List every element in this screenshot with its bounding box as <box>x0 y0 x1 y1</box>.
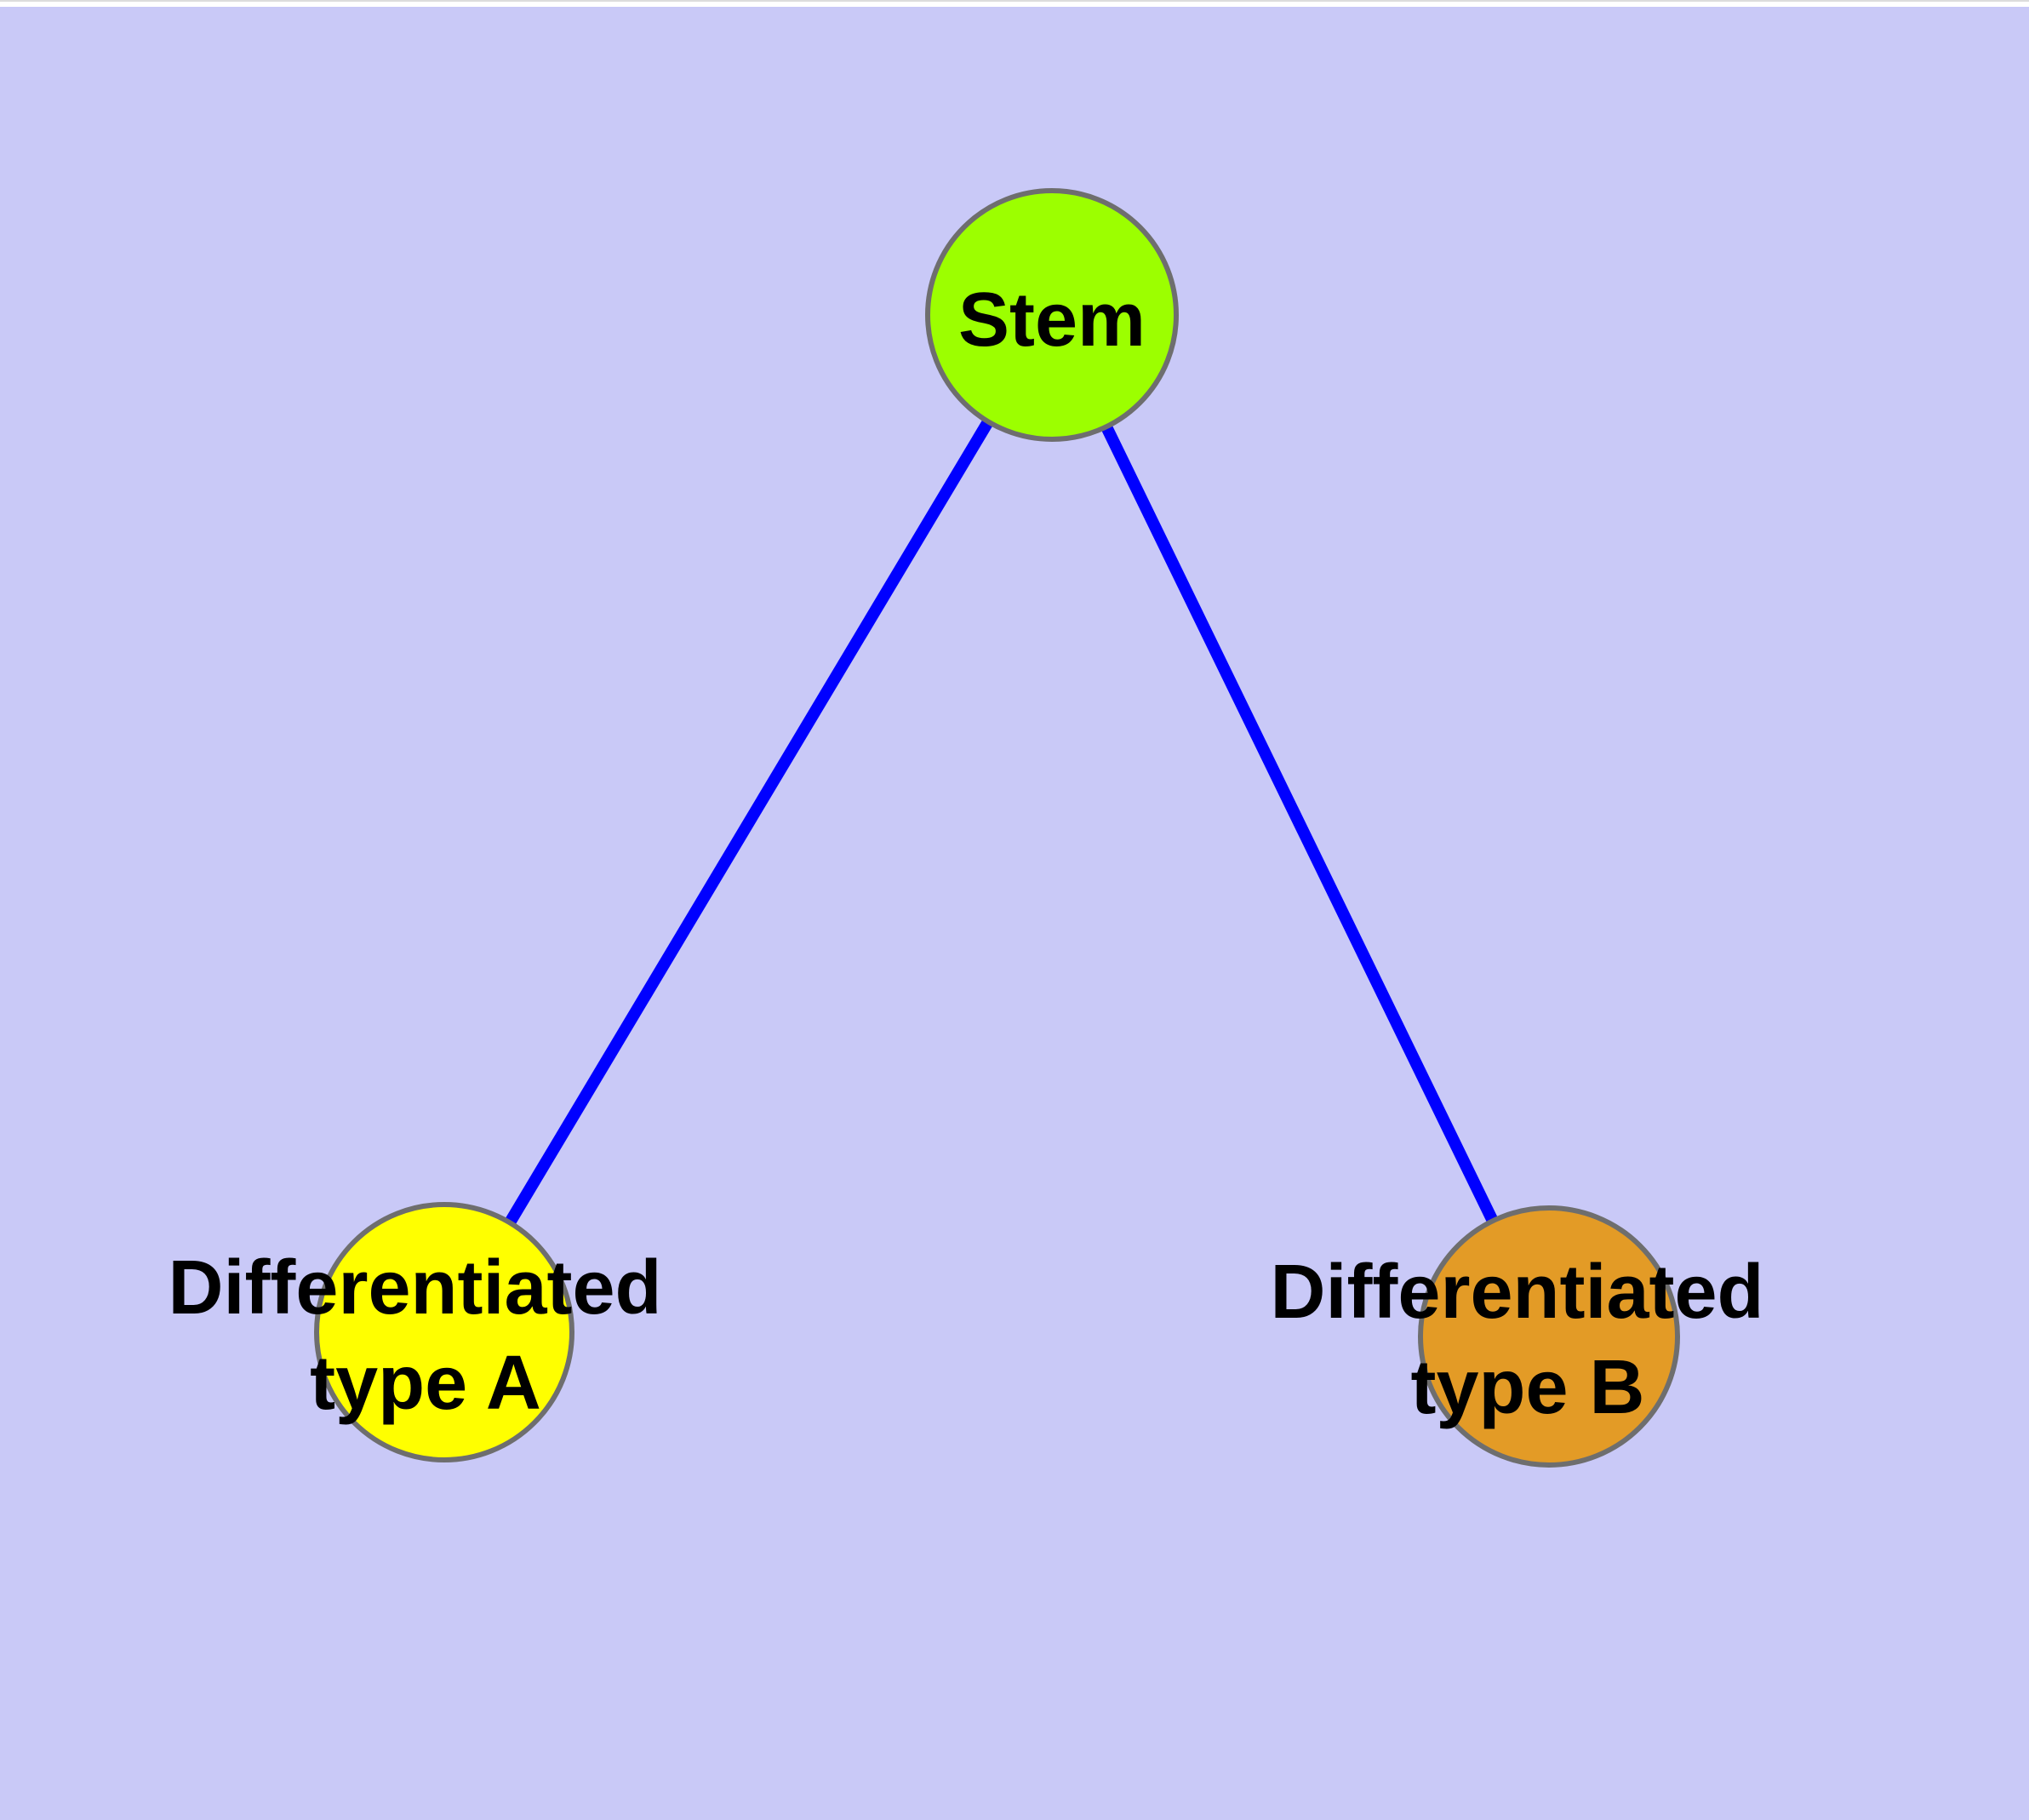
node-stem-label: Stem <box>958 278 1146 363</box>
node-type-b-label-line1: Differentiated <box>1270 1250 1763 1335</box>
node-type-a-label: Differentiated type A <box>168 1245 683 1426</box>
node-type-b-label-line2: type B <box>1410 1345 1644 1430</box>
node-type-a-circle <box>314 1202 574 1462</box>
node-stem: Stem <box>925 188 1179 442</box>
node-stem-circle <box>925 188 1179 442</box>
node-type-b-label: Differentiated type B <box>1270 1250 1785 1430</box>
node-differentiated-type-b: Differentiated type B <box>1270 1205 1785 1468</box>
node-differentiated-type-a: Differentiated type A <box>168 1202 683 1462</box>
edge-stem-to-type-a <box>438 312 1058 1336</box>
window-top-border <box>0 0 2029 2</box>
window-top-strip <box>0 2 2029 7</box>
node-type-b-circle <box>1418 1205 1680 1468</box>
node-type-a-label-line2: type A <box>310 1341 541 1426</box>
node-type-a-label-line1: Differentiated <box>168 1245 661 1331</box>
edge-stem-to-type-b <box>1046 312 1555 1340</box>
